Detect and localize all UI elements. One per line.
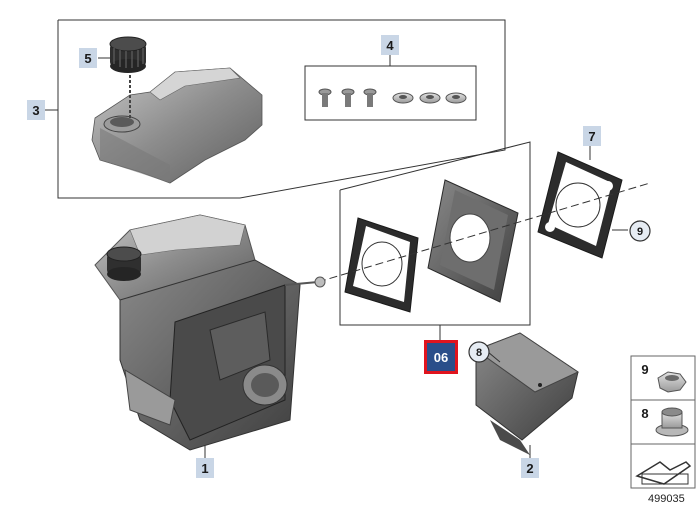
mounting-gasket-image — [537, 151, 623, 259]
washer-icon — [392, 92, 467, 104]
callout-tag[interactable]: 2 — [521, 458, 539, 478]
legend-item-nut[interactable]: 9 — [641, 362, 687, 393]
control-unit-image — [474, 332, 580, 455]
callout-label: 5 — [84, 51, 91, 66]
callout-label: 9 — [637, 226, 643, 238]
axis-line — [317, 182, 651, 283]
callout-label: 7 — [588, 129, 595, 144]
callout-tag[interactable]: 4 — [381, 35, 399, 55]
callout-label: 2 — [526, 461, 533, 476]
legend-label: 9 — [641, 362, 648, 377]
expansion-tank-image — [91, 67, 263, 184]
screw-icon — [318, 88, 377, 107]
legend-pointer-icon — [635, 461, 692, 485]
booster-cap-image — [106, 246, 142, 281]
callout-label: 8 — [476, 347, 482, 359]
leader-line — [487, 351, 501, 363]
callout-label: 4 — [386, 38, 394, 53]
callout-tag[interactable]: 5 — [79, 48, 97, 68]
reservoir-group-frame — [44, 19, 506, 199]
flat-gasket-image — [344, 217, 419, 313]
callout-tag[interactable]: 1 — [196, 458, 214, 478]
legend-item-flange-nut[interactable]: 8 — [641, 406, 689, 437]
callout-tag[interactable]: 3 — [27, 100, 45, 120]
reservoir-cap-image — [109, 36, 147, 73]
legend-label: 8 — [641, 406, 648, 421]
callout-label: 3 — [32, 103, 39, 118]
selected-group-tag[interactable]: 06 — [424, 340, 458, 374]
callout-tag[interactable]: 7 — [583, 126, 601, 146]
seal-adapter-image — [427, 179, 519, 303]
callout-circle[interactable]: 9 — [629, 220, 651, 242]
callout-label: 1 — [201, 461, 208, 476]
selected-group-label: 06 — [434, 350, 448, 365]
gasket-group-frame — [339, 141, 531, 340]
callout-circle[interactable]: 8 — [468, 341, 490, 363]
document-number: 499035 — [648, 493, 685, 505]
fasteners-box — [304, 52, 477, 121]
